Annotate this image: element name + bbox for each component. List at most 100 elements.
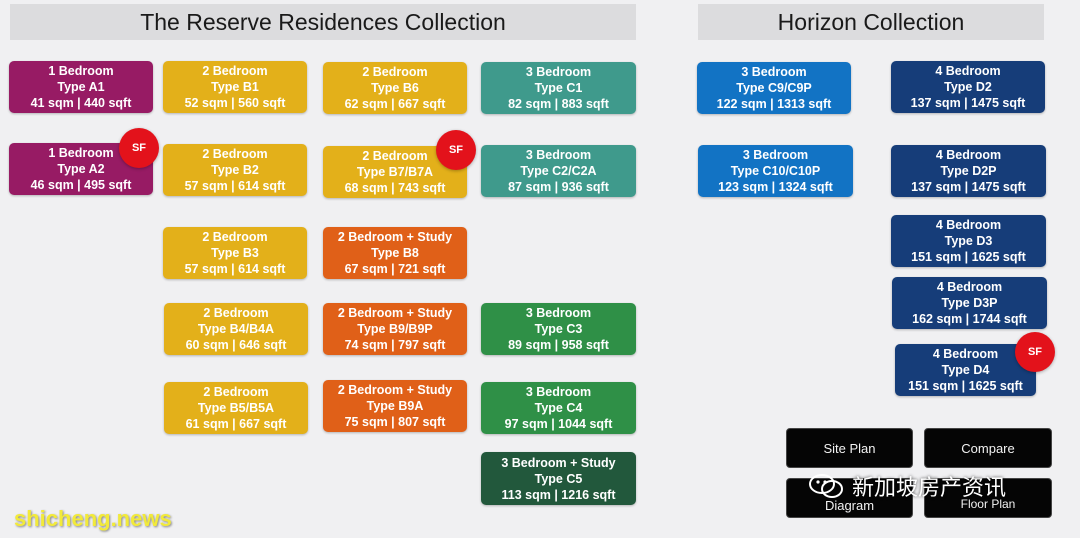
- tile-type: Type D4: [941, 363, 990, 377]
- tile-type: Type A2: [57, 162, 105, 176]
- tile-size: 137 sqm | 1475 sqft: [910, 96, 1026, 110]
- tile-bedrooms: 2 Bedroom + Study: [337, 383, 453, 397]
- tile-size: 41 sqm | 440 sqft: [30, 96, 132, 110]
- tile-bedrooms: 2 Bedroom: [202, 147, 268, 161]
- tile-bedrooms: 2 Bedroom + Study: [337, 230, 453, 244]
- sf-badge-b7: SF: [436, 130, 476, 170]
- unit-tile-b8[interactable]: 2 Bedroom + Study Type B8 67 sqm | 721 s…: [323, 227, 467, 279]
- tile-type: Type C9/C9P: [736, 81, 812, 95]
- tile-type: Type D2P: [940, 164, 997, 178]
- unit-tile-c5[interactable]: 3 Bedroom + Study Type C5 113 sqm | 1216…: [481, 452, 636, 505]
- tile-size: 123 sqm | 1324 sqft: [718, 180, 833, 194]
- tile-type: Type B7/B7A: [356, 165, 434, 179]
- site-plan-button[interactable]: Site Plan: [786, 428, 913, 468]
- tile-size: 61 sqm | 667 sqft: [185, 417, 287, 431]
- tile-size: 46 sqm | 495 sqft: [30, 178, 132, 192]
- tile-bedrooms: 4 Bedroom: [935, 148, 1002, 162]
- tile-bedrooms: 2 Bedroom: [202, 230, 268, 244]
- site-plan-label: Site Plan: [823, 440, 876, 456]
- tile-bedrooms: 2 Bedroom: [202, 64, 268, 78]
- tile-size: 151 sqm | 1625 sqft: [911, 250, 1026, 264]
- tile-type: Type B4/B4A: [197, 322, 275, 336]
- compare-button[interactable]: Compare: [924, 428, 1052, 468]
- unit-tile-b4[interactable]: 2 Bedroom Type B4/B4A 60 sqm | 646 sqft: [164, 303, 308, 355]
- tile-type: Type B9A: [366, 399, 424, 413]
- tile-bedrooms: 2 Bedroom: [203, 385, 269, 399]
- sf-badge-d4: SF: [1015, 332, 1055, 372]
- tile-size: 162 sqm | 1744 sqft: [912, 312, 1027, 326]
- tile-bedrooms: 3 Bedroom: [525, 148, 592, 162]
- tile-type: Type D3P: [941, 296, 998, 310]
- tile-size: 60 sqm | 646 sqft: [185, 338, 287, 352]
- tile-size: 67 sqm | 721 sqft: [344, 262, 446, 276]
- tile-type: Type C2/C2A: [520, 164, 597, 178]
- floor-plan-label: Floor Plan: [960, 497, 1016, 511]
- unit-tile-c2[interactable]: 3 Bedroom Type C2/C2A 87 sqm | 936 sqft: [481, 145, 636, 197]
- unit-tile-b5[interactable]: 2 Bedroom Type B5/B5A 61 sqm | 667 sqft: [164, 382, 308, 434]
- diagram-button[interactable]: Diagram: [786, 478, 913, 518]
- tile-type: Type D3: [944, 234, 993, 248]
- tile-type: Type B3: [211, 246, 259, 260]
- tile-type: Type A1: [57, 80, 105, 94]
- unit-tile-b9a[interactable]: 2 Bedroom + Study Type B9A 75 sqm | 807 …: [323, 380, 467, 432]
- tile-type: Type B1: [211, 80, 259, 94]
- tile-type: Type C5: [534, 471, 583, 486]
- tile-type: Type B5/B5A: [197, 401, 275, 415]
- tile-bedrooms: 3 Bedroom: [525, 65, 592, 79]
- unit-tile-d4[interactable]: 4 Bedroom Type D4 151 sqm | 1625 sqft: [895, 344, 1036, 396]
- tile-size: 151 sqm | 1625 sqft: [908, 379, 1023, 393]
- unit-tile-b3[interactable]: 2 Bedroom Type B3 57 sqm | 614 sqft: [163, 227, 307, 279]
- tile-bedrooms: 1 Bedroom: [48, 64, 114, 78]
- tile-type: Type B9/B9P: [357, 322, 433, 336]
- tile-type: Type C10/C10P: [730, 164, 821, 178]
- brand-text: 新加坡房产资讯: [852, 475, 1007, 500]
- tile-size: 74 sqm | 797 sqft: [344, 338, 446, 352]
- unit-tile-c1[interactable]: 3 Bedroom Type C1 82 sqm | 883 sqft: [481, 62, 636, 114]
- tile-bedrooms: 1 Bedroom: [48, 146, 114, 160]
- tile-bedrooms: 4 Bedroom: [935, 218, 1002, 232]
- tile-type: Type C3: [534, 322, 583, 336]
- unit-tile-d3p[interactable]: 4 Bedroom Type D3P 162 sqm | 1744 sqft: [892, 277, 1047, 329]
- tile-bedrooms: 4 Bedroom: [935, 64, 1001, 78]
- tile-type: Type B2: [211, 163, 259, 177]
- tile-type: Type D2: [944, 80, 992, 94]
- tile-bedrooms: 2 Bedroom: [203, 306, 269, 320]
- tile-bedrooms: 2 Bedroom + Study: [337, 306, 453, 320]
- compare-label: Compare: [961, 440, 1015, 456]
- tile-size: 97 sqm | 1044 sqft: [504, 417, 613, 431]
- unit-tile-b9[interactable]: 2 Bedroom + Study Type B9/B9P 74 sqm | 7…: [323, 303, 467, 355]
- sf-badge-a2: SF: [119, 128, 159, 168]
- unit-tile-c3[interactable]: 3 Bedroom Type C3 89 sqm | 958 sqft: [481, 303, 636, 355]
- horizon-collection-header: Horizon Collection: [698, 4, 1044, 40]
- diagram-label: Diagram: [824, 498, 875, 513]
- tile-size: 82 sqm | 883 sqft: [508, 97, 609, 111]
- site-watermark: shicheng.news: [14, 506, 172, 531]
- tile-size: 113 sqm | 1216 sqft: [501, 487, 616, 502]
- unit-tile-d3[interactable]: 4 Bedroom Type D3 151 sqm | 1625 sqft: [891, 215, 1046, 267]
- unit-tile-c4[interactable]: 3 Bedroom Type C4 97 sqm | 1044 sqft: [481, 382, 636, 434]
- tile-size: 89 sqm | 958 sqft: [508, 338, 609, 352]
- unit-tile-d2p[interactable]: 4 Bedroom Type D2P 137 sqm | 1475 sqft: [891, 145, 1046, 197]
- tile-type: Type C4: [534, 401, 583, 415]
- unit-tile-b1[interactable]: 2 Bedroom Type B1 52 sqm | 560 sqft: [163, 61, 307, 113]
- tile-bedrooms: 3 Bedroom: [525, 306, 592, 320]
- reserve-collection-header: The Reserve Residences Collection: [10, 4, 636, 40]
- tile-size: 75 sqm | 807 sqft: [344, 415, 446, 429]
- wechat-icon: [809, 474, 843, 498]
- tile-type: Type C1: [534, 81, 583, 95]
- unit-tile-d2[interactable]: 4 Bedroom Type D2 137 sqm | 1475 sqft: [891, 61, 1045, 113]
- unit-tile-b6[interactable]: 2 Bedroom Type B6 62 sqm | 667 sqft: [323, 62, 467, 114]
- floor-plan-button[interactable]: Floor Plan: [924, 478, 1052, 518]
- unit-tile-c10[interactable]: 3 Bedroom Type C10/C10P 123 sqm | 1324 s…: [698, 145, 853, 197]
- unit-tile-a1[interactable]: 1 Bedroom Type A1 41 sqm | 440 sqft: [9, 61, 153, 113]
- tile-type: Type B8: [371, 246, 419, 260]
- tile-bedrooms: 4 Bedroom: [936, 280, 1003, 294]
- unit-tile-b2[interactable]: 2 Bedroom Type B2 57 sqm | 614 sqft: [163, 144, 307, 196]
- tile-size: 137 sqm | 1475 sqft: [911, 180, 1026, 194]
- tile-size: 87 sqm | 936 sqft: [508, 180, 609, 194]
- unit-tile-c9[interactable]: 3 Bedroom Type C9/C9P 122 sqm | 1313 sqf…: [697, 62, 851, 114]
- tile-size: 68 sqm | 743 sqft: [344, 181, 446, 195]
- tile-size: 57 sqm | 614 sqft: [184, 179, 286, 193]
- tile-bedrooms: 3 Bedroom: [741, 65, 807, 79]
- brand-watermark: 新加坡房产资讯: [808, 470, 1006, 502]
